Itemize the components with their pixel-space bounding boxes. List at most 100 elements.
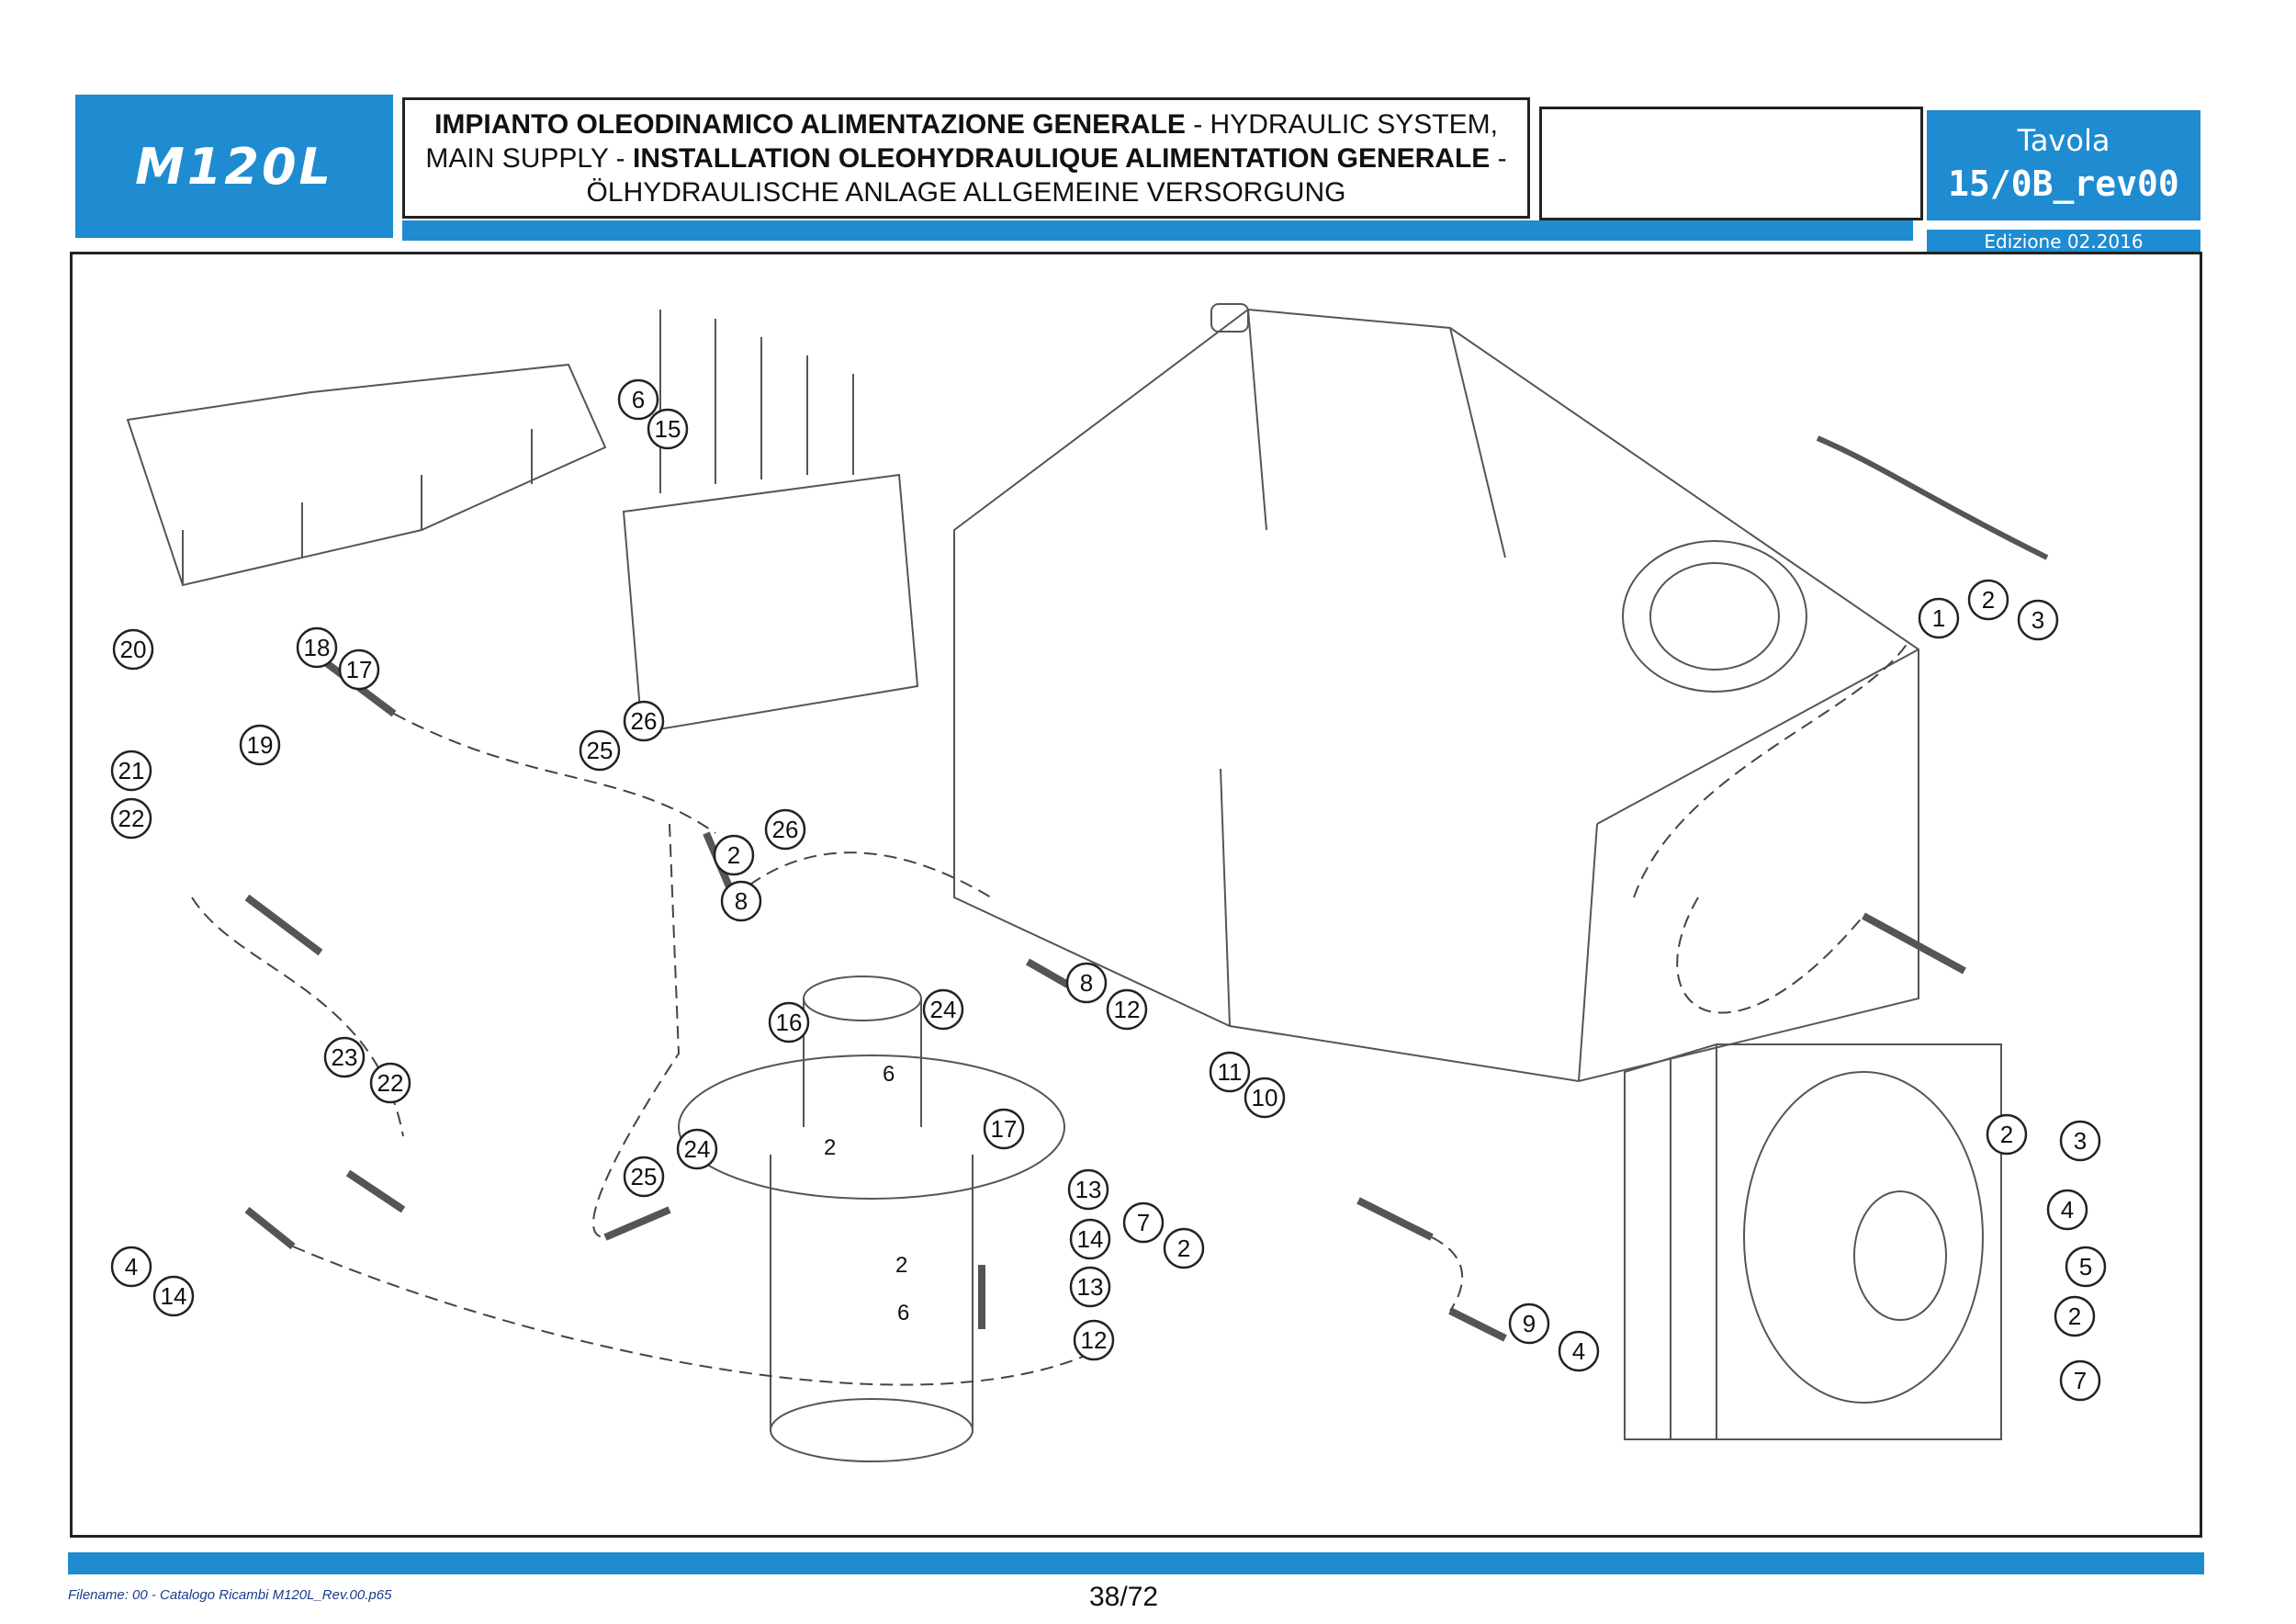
tank-cover-inner [1649,562,1780,671]
port-label: 2 [895,1253,907,1278]
part-callout-circle [1163,1227,1205,1269]
tank-cover [1622,540,1807,693]
tavola-label: Tavola [2017,123,2110,158]
part-callout-number: 13 [1077,1273,1104,1301]
part-callout-circle [922,988,964,1031]
part-callout-number: 1 [1932,604,1945,632]
part-callout-circle [623,700,665,742]
part-callout-number: 15 [655,415,681,443]
part-callout-circle [2059,1120,2101,1162]
part-callout-number: 16 [776,1009,803,1036]
part-callout-circle [1069,1266,1111,1308]
part-callout-number: 12 [1114,996,1141,1023]
part-callout-number: 25 [631,1163,658,1190]
part-callout-number: 17 [346,656,373,683]
part-callout-circle [152,1275,195,1317]
part-callout-number: 14 [161,1282,187,1310]
part-callout-number: 24 [684,1135,711,1163]
swivel-body [770,1155,974,1430]
part-callout-number: 26 [772,816,799,843]
part-callout-number: 4 [1572,1337,1585,1365]
part-callout-circle [720,880,762,922]
part-callout-number: 9 [1523,1310,1536,1337]
part-callout-number: 2 [2068,1303,2081,1330]
part-callout-number: 19 [247,731,274,759]
part-callout-number: 26 [631,707,658,735]
part-callout-number: 20 [120,636,147,663]
part-callout-circle [2059,1359,2101,1402]
part-callout-circle [713,834,755,876]
part-callout-number: 10 [1252,1084,1278,1111]
part-callout-number: 8 [1080,969,1093,997]
part-callout-circle [1209,1051,1251,1093]
page-number: 38/72 [1089,1582,1159,1612]
footer-bar [68,1552,2204,1574]
part-callout-circle [1244,1077,1286,1119]
part-callout-circle [579,729,621,772]
title-strip [402,220,1913,241]
part-callout-circle [1967,579,2009,621]
part-callout-circle [1508,1303,1550,1345]
part-callout-circle [623,1156,665,1198]
part-callout-number: 11 [1218,1058,1243,1086]
swivel-top [803,976,922,1021]
part-callout-number: 8 [735,887,748,915]
part-callout-circle [1073,1319,1115,1361]
part-callout-circle [1122,1201,1165,1244]
part-callout-number: 24 [930,996,957,1023]
suction-hose [1816,435,2049,560]
swivel-bottom [770,1398,974,1462]
part-callout-circle [1106,988,1148,1031]
hose-22 [244,894,323,956]
hose-25-lower [603,1206,671,1241]
oil-cooler [1624,1043,2002,1440]
cooler-fan-hub [1853,1190,1947,1321]
part-callout-circle [1986,1113,2028,1156]
sheet-title: IMPIANTO OLEODINAMICO ALIMENTAZIONE GENE… [402,97,1530,219]
part-callout-circle [296,626,338,669]
control-valve-block [622,473,919,734]
oil-tank [953,308,1919,1083]
part-callout-number: 21 [118,757,145,784]
part-callout-number: 5 [2079,1253,2092,1280]
part-callout-number: 6 [632,386,645,413]
part-callout-circle [112,628,154,671]
part-callout-number: 2 [1177,1235,1190,1262]
part-callout-number: 22 [377,1069,404,1097]
port-label: 6 [897,1301,909,1325]
part-callout-circle [110,1246,152,1288]
filename-label: Filename: 00 - Catalogo Ricambi M120L_Re… [68,1587,392,1603]
part-callout-circle [338,648,380,691]
part-callout-circle [239,724,281,766]
part-callout-number: 23 [332,1043,358,1071]
part-callout-circle [323,1036,366,1078]
part-callout-number: 25 [587,737,613,764]
tavola-code: 15/0B_rev00 [1948,164,2179,204]
cooler-edges [1670,1044,1717,1439]
part-callout-number: 12 [1081,1326,1108,1354]
title-line-3: ÖLHYDRAULISCHE ANLAGE ALLGEMEINE VERSORG… [586,177,1346,208]
port-label: 6 [883,1062,895,1087]
solenoid-valve-bank [126,363,607,587]
part-callout-circle [1065,962,1108,1004]
hose-9 [1448,1307,1507,1342]
title-line-1: IMPIANTO OLEODINAMICO ALIMENTAZIONE GENE… [434,109,1498,140]
tank-edges [1220,309,1919,1082]
part-callout-number: 18 [304,634,331,661]
swivel-neck [803,998,922,1127]
model-badge: M120L [75,95,393,238]
swivel-flange [678,1054,1065,1200]
part-callout-circle [764,808,806,851]
part-callout-number: 13 [1075,1176,1102,1203]
tavola-badge: Tavola 15/0B_rev00 [1927,110,2200,220]
part-callout-circle [1918,597,1960,639]
part-callout-circle [617,378,659,421]
part-callout-circle [768,1001,810,1043]
part-callout-circle [647,408,689,450]
part-callout-number: 3 [2074,1127,2087,1155]
part-callout-number: 4 [125,1253,138,1280]
part-callout-circle [983,1108,1025,1150]
port-label: 2 [824,1135,836,1160]
